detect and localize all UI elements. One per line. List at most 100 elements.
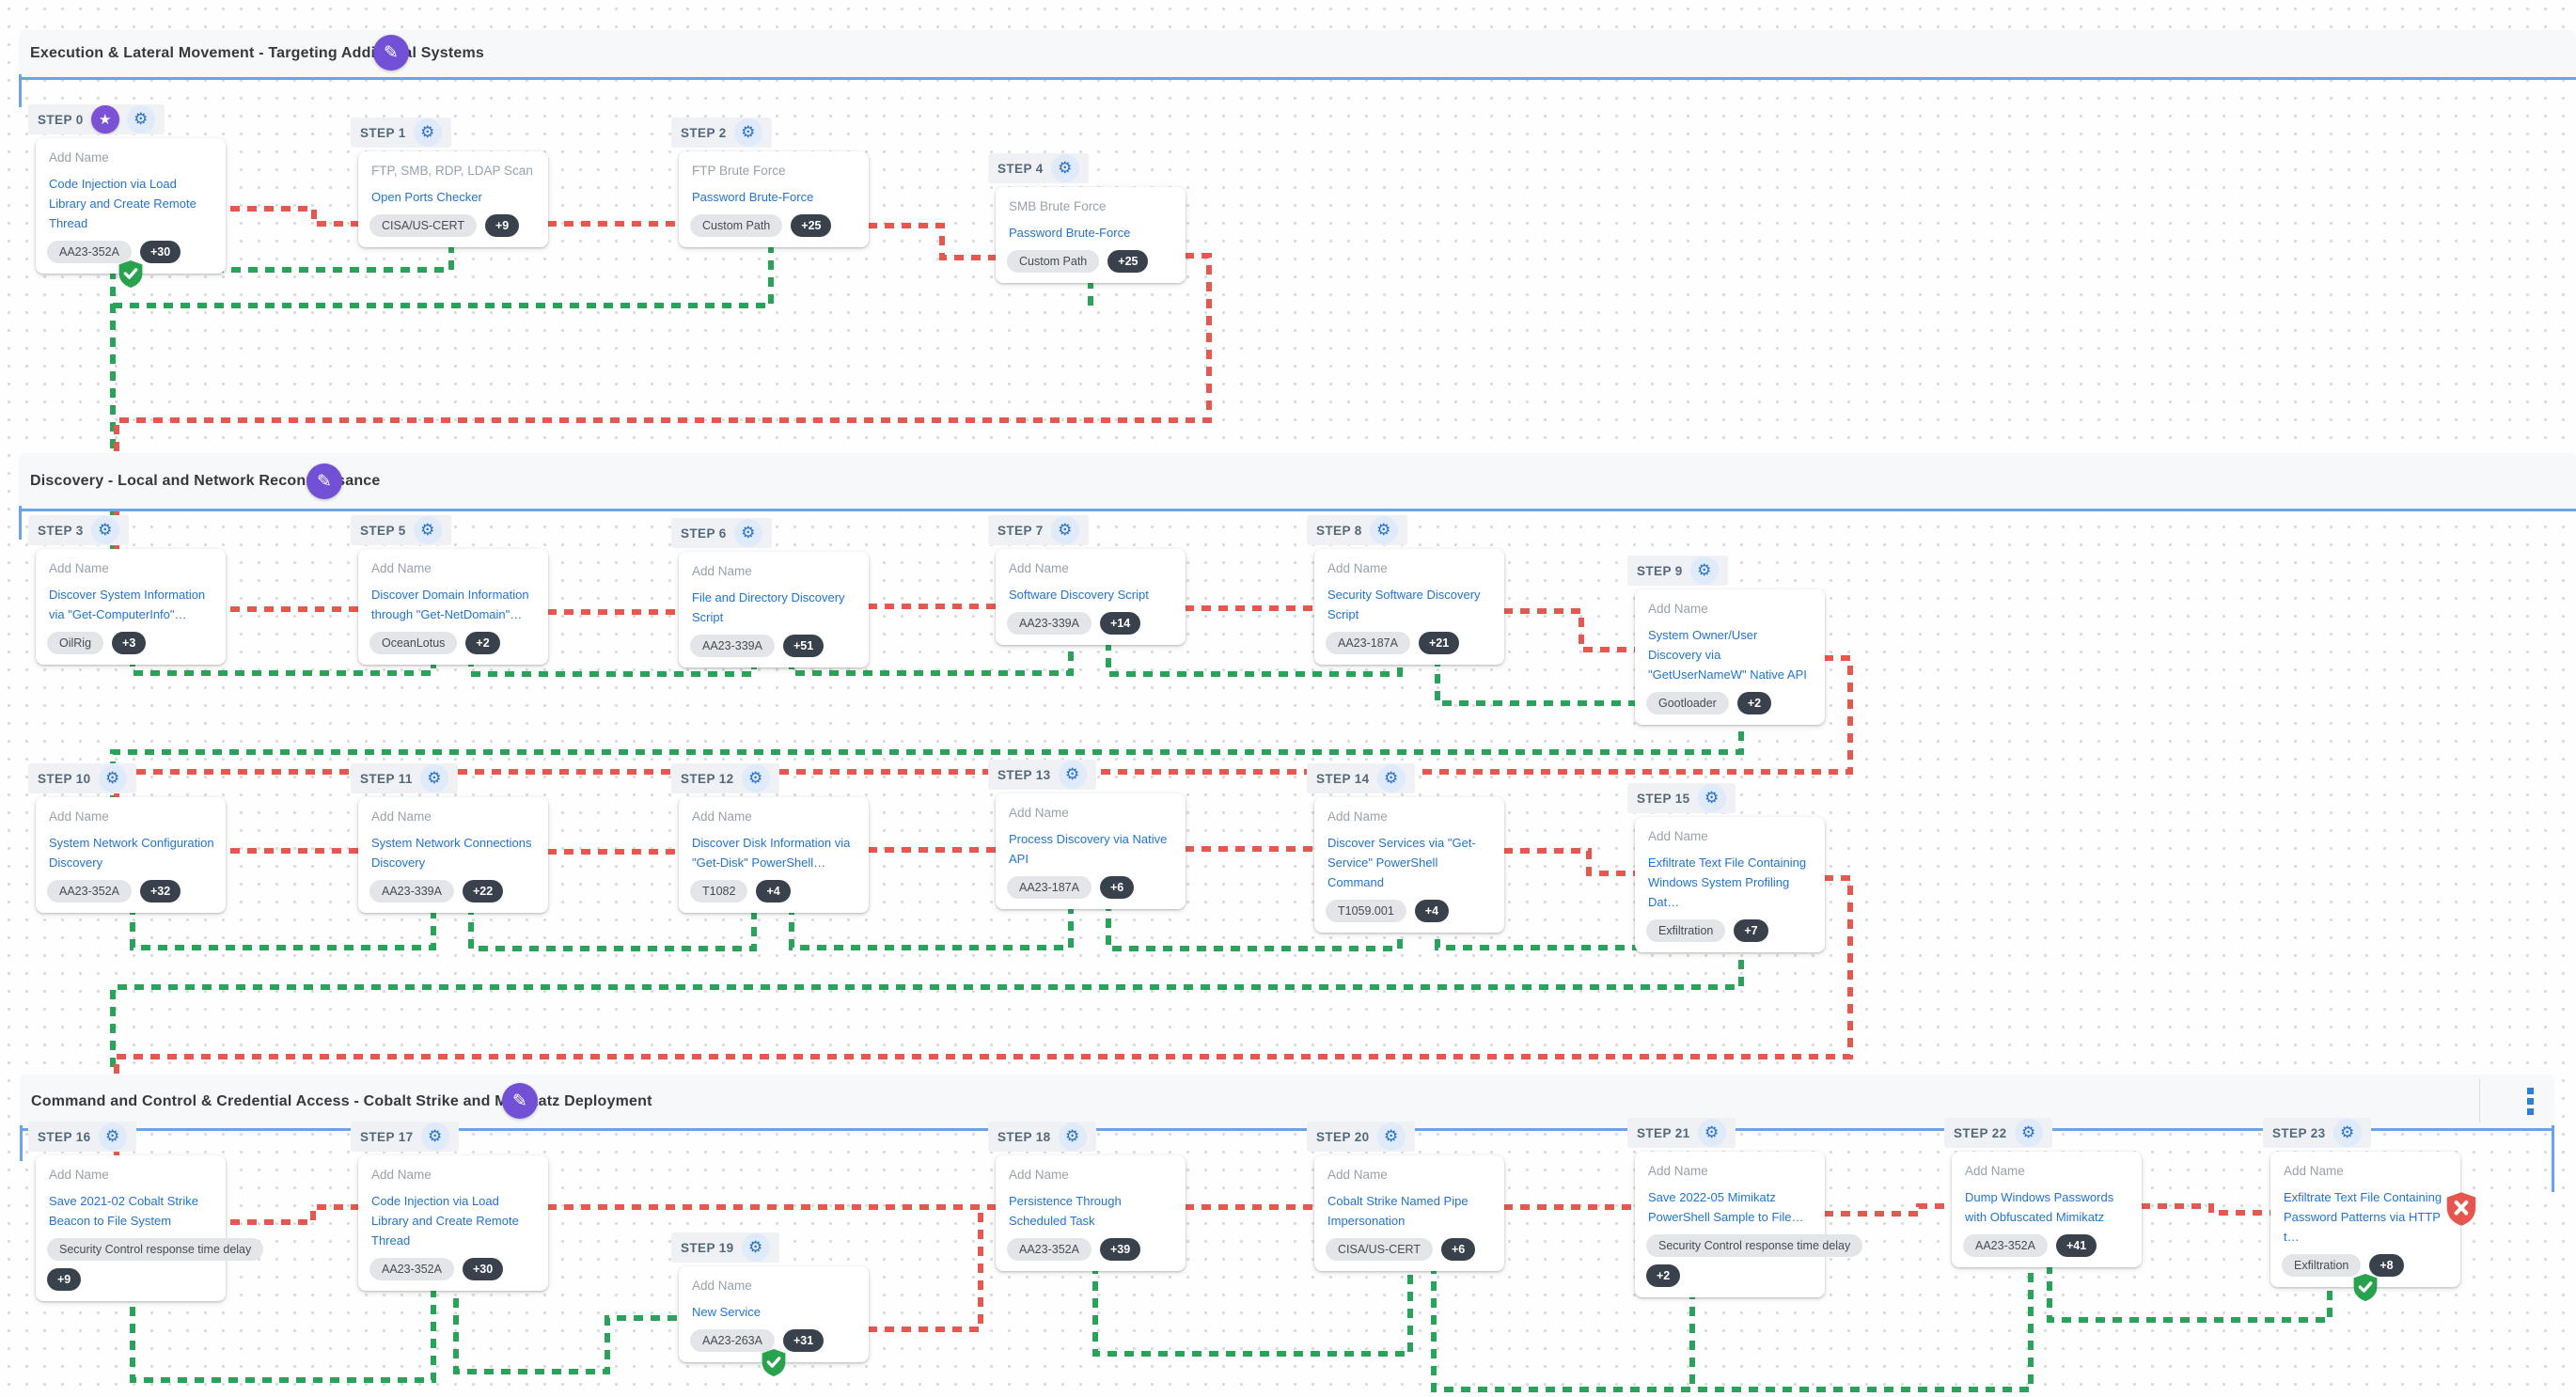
gear-icon[interactable]: ⚙ [1697, 1119, 1726, 1147]
tag-pill[interactable]: AA23-339A [1007, 612, 1092, 635]
count-pill[interactable]: +8 [2369, 1254, 2404, 1277]
step-test-link[interactable]: Open Ports Checker [371, 190, 482, 204]
count-pill[interactable]: +22 [462, 880, 504, 903]
step-card[interactable]: FTP Brute Force Password Brute-Force Cus… [679, 151, 869, 247]
step-test-link[interactable]: Discover System Information via "Get-Com… [49, 588, 206, 621]
count-pill[interactable]: +32 [139, 880, 181, 903]
tag-pill[interactable]: AA23-339A [690, 635, 775, 657]
step-test-link[interactable]: System Network Connections Discovery [371, 836, 532, 870]
step-test-link[interactable]: Security Software Discovery Script [1327, 588, 1481, 621]
gear-icon[interactable]: ⚙ [419, 764, 448, 793]
step-test-link[interactable]: Code Injection via Load Library and Crea… [49, 177, 196, 230]
step-name-field[interactable]: Add Name [371, 561, 432, 575]
step-name-field[interactable]: Add Name [692, 809, 752, 824]
step-name-field[interactable]: Add Name [1965, 1164, 2025, 1178]
step-name-field[interactable]: Add Name [1327, 561, 1388, 575]
tag-pill[interactable]: Security Control response time delay [1646, 1234, 1863, 1257]
tag-pill[interactable]: Exfiltration [2282, 1254, 2362, 1277]
count-pill[interactable]: +6 [1099, 876, 1135, 899]
step-test-link[interactable]: Discover Disk Information via "Get-Disk"… [692, 836, 851, 870]
tag-pill[interactable]: AA23-187A [1326, 632, 1410, 654]
step-name-field[interactable]: Add Name [1327, 809, 1388, 824]
step-name-field[interactable]: Add Name [49, 150, 109, 165]
step-card[interactable]: Add Name Save 2021-02 Cobalt Strike Beac… [36, 1155, 264, 1301]
count-pill[interactable]: +21 [1418, 632, 1460, 654]
gear-icon[interactable]: ⚙ [1050, 154, 1079, 182]
step-card[interactable]: Add Name Exfiltrate Text File Containing… [1635, 817, 1825, 952]
step-test-link[interactable]: Process Discovery via Native API [1009, 832, 1168, 866]
tag-pill[interactable]: AA23-352A [1007, 1238, 1092, 1261]
gear-icon[interactable]: ⚙ [2333, 1119, 2362, 1147]
count-pill[interactable]: +39 [1099, 1238, 1141, 1261]
step-card[interactable]: Add Name Discover Domain Information thr… [358, 549, 548, 665]
step-test-link[interactable]: Code Injection via Load Library and Crea… [371, 1194, 519, 1248]
step-name-field[interactable]: FTP Brute Force [692, 164, 786, 178]
step-name-field[interactable]: Add Name [49, 561, 109, 575]
step-test-link[interactable]: Exfiltrate Text File Containing Password… [2284, 1190, 2442, 1244]
step-card[interactable]: Add Name System Network Connections Disc… [358, 797, 548, 913]
tag-pill[interactable]: T1082 [690, 880, 748, 903]
step-card[interactable]: SMB Brute Force Password Brute-Force Cus… [996, 187, 1186, 283]
step-card[interactable]: Add Name New Service AA23-263A+31 [679, 1266, 869, 1362]
step-card[interactable]: Add Name Code Injection via Load Library… [36, 138, 226, 274]
edit-section-pencil-icon[interactable]: ✎ [502, 1083, 538, 1119]
tag-pill[interactable]: T1059.001 [1326, 900, 1406, 922]
tag-pill[interactable]: Custom Path [1007, 250, 1100, 273]
step-card[interactable]: Add Name Discover Services via "Get-Serv… [1314, 797, 1504, 933]
gear-icon[interactable]: ⚙ [1369, 516, 1398, 544]
step-test-link[interactable]: New Service [692, 1305, 761, 1319]
tag-pill[interactable]: CISA/US-CERT [369, 214, 477, 237]
tag-pill[interactable]: AA23-352A [47, 241, 132, 263]
gear-icon[interactable]: ⚙ [733, 519, 762, 547]
gear-icon[interactable]: ⚙ [1058, 1122, 1087, 1151]
step-card[interactable]: Add Name Process Discovery via Native AP… [996, 793, 1186, 909]
gear-icon[interactable]: ⚙ [126, 105, 155, 133]
gear-icon[interactable]: ⚙ [741, 1233, 770, 1262]
step-card[interactable]: FTP, SMB, RDP, LDAP Scan Open Ports Chec… [358, 151, 548, 247]
step-test-link[interactable]: Save 2021-02 Cobalt Strike Beacon to Fil… [49, 1194, 198, 1228]
edit-section-pencil-icon[interactable]: ✎ [373, 35, 409, 71]
step-name-field[interactable]: Add Name [1648, 602, 1708, 616]
step-card[interactable]: Add Name Security Software Discovery Scr… [1314, 549, 1504, 665]
tag-pill[interactable]: CISA/US-CERT [1326, 1238, 1433, 1261]
step-test-link[interactable]: Discover Domain Information through "Get… [371, 588, 529, 621]
step-card[interactable]: Add Name Save 2022-05 Mimikatz PowerShel… [1635, 1152, 1863, 1297]
edit-section-pencil-icon[interactable]: ✎ [306, 463, 342, 499]
tag-pill[interactable]: Exfiltration [1646, 919, 1726, 942]
count-pill[interactable]: +25 [1107, 250, 1149, 273]
count-pill[interactable]: +2 [1736, 692, 1772, 714]
step-name-field[interactable]: Add Name [49, 1168, 109, 1182]
gear-icon[interactable]: ⚙ [413, 118, 442, 147]
step-card[interactable]: Add Name Code Injection via Load Library… [358, 1155, 548, 1291]
gear-icon[interactable]: ⚙ [1376, 764, 1406, 793]
step-card[interactable]: Add Name Cobalt Strike Named Pipe Impers… [1314, 1155, 1504, 1271]
gear-icon[interactable]: ⚙ [1689, 557, 1719, 585]
step-name-field[interactable]: FTP, SMB, RDP, LDAP Scan [371, 164, 533, 178]
count-pill[interactable]: +7 [1734, 919, 1768, 942]
count-pill[interactable]: +30 [462, 1258, 504, 1280]
step-card[interactable]: Add Name Exfiltrate Text File Containing… [2270, 1152, 2460, 1287]
gear-icon[interactable]: ⚙ [1058, 761, 1087, 789]
tag-pill[interactable]: AA23-263A [690, 1329, 775, 1352]
tag-pill[interactable]: AA23-352A [47, 880, 132, 903]
tag-pill[interactable]: Custom Path [690, 214, 783, 237]
step-name-field[interactable]: Add Name [371, 809, 432, 824]
count-pill[interactable]: +4 [756, 880, 791, 903]
tag-pill[interactable]: AA23-187A [1007, 876, 1092, 899]
step-test-link[interactable]: Discover Services via "Get-Service" Powe… [1327, 836, 1476, 889]
count-pill[interactable]: +2 [465, 632, 500, 654]
tag-pill[interactable]: Gootloader [1646, 692, 1729, 714]
count-pill[interactable]: +41 [2055, 1234, 2097, 1257]
step-card[interactable]: Add Name Dump Windows Passwords with Obf… [1952, 1152, 2142, 1267]
step-name-field[interactable]: Add Name [1648, 1164, 1708, 1178]
tag-pill[interactable]: Security Control response time delay [47, 1238, 264, 1261]
gear-icon[interactable]: ⚙ [2014, 1119, 2043, 1147]
step-name-field[interactable]: Add Name [692, 1279, 752, 1293]
step-name-field[interactable]: Add Name [692, 564, 752, 578]
gear-icon[interactable]: ⚙ [98, 1122, 127, 1151]
count-pill[interactable]: +3 [112, 632, 147, 654]
section-menu-kebab-icon[interactable] [2527, 1088, 2534, 1115]
step-test-link[interactable]: Persistence Through Scheduled Task [1009, 1194, 1122, 1228]
count-pill[interactable]: +30 [139, 241, 181, 263]
